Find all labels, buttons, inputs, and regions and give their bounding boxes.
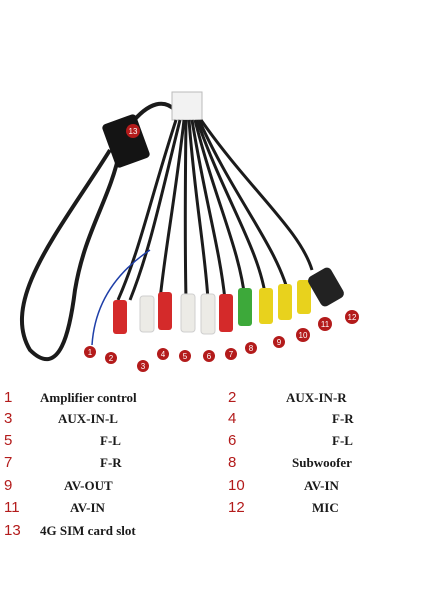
legend-label: F-R [100, 455, 122, 470]
rca-plug-white [200, 293, 216, 335]
legend-number: 13 [4, 522, 21, 539]
legend-label: AV-IN [70, 500, 105, 515]
svg-text:6: 6 [207, 352, 212, 361]
harness-connector [171, 91, 203, 121]
callout-badge: 8 [245, 342, 257, 354]
usb-cable-loop [19, 148, 122, 361]
legend-number: 10 [228, 477, 245, 494]
pin-legend: 1 Amplifier control 2 AUX-IN-R 3 AUX-IN-… [0, 388, 424, 600]
callout-badge: 1 [84, 346, 96, 358]
legend-number: 1 [4, 389, 13, 406]
legend-label: Subwoofer [292, 455, 352, 470]
svg-text:10: 10 [299, 331, 308, 340]
rca-plugs [113, 267, 344, 335]
callout-badge: 6 [203, 350, 215, 362]
rca-plug-yellow [297, 280, 311, 314]
legend-item: 8 Subwoofer [212, 453, 424, 473]
legend-number: 11 [4, 499, 20, 516]
callout-badge: 4 [157, 348, 169, 360]
harness-illustration: 1 2 3 4 5 6 7 8 9 10 11 12 13 [19, 91, 359, 372]
rca-plug-red [158, 292, 172, 330]
rca-plug-green [238, 288, 252, 326]
svg-text:9: 9 [277, 338, 282, 347]
svg-text:1: 1 [88, 348, 93, 357]
callout-badge: 7 [225, 348, 237, 360]
svg-text:13: 13 [129, 127, 138, 136]
svg-text:8: 8 [249, 344, 254, 353]
rca-plug-white [180, 293, 196, 333]
legend-item: 3 AUX-IN-L [0, 409, 212, 429]
legend-label: 4G SIM card slot [40, 523, 136, 538]
callout-badge: 3 [137, 360, 149, 372]
legend-number: 8 [228, 454, 237, 471]
legend-number: 2 [228, 389, 237, 406]
legend-item: 5 F-L [0, 431, 212, 451]
callout-badge: 9 [273, 336, 285, 348]
svg-text:11: 11 [321, 320, 330, 329]
legend-item: 2 AUX-IN-R [212, 388, 424, 408]
callout-badge: 12 [345, 310, 359, 324]
svg-text:5: 5 [183, 352, 188, 361]
legend-label: F-R [332, 411, 354, 426]
legend-label: AV-OUT [64, 478, 113, 493]
legend-item: 9 AV-OUT [0, 476, 212, 496]
legend-label: AUX-IN-L [58, 411, 118, 426]
callout-badges: 1 2 3 4 5 6 7 8 9 10 11 12 13 [84, 124, 359, 372]
rca-plug-red [113, 300, 127, 334]
fanout-wires [116, 119, 314, 301]
svg-text:7: 7 [229, 350, 234, 359]
callout-badge: 13 [126, 124, 140, 138]
legend-label: MIC [312, 500, 339, 515]
callout-badge: 5 [179, 350, 191, 362]
legend-label: AV-IN [304, 478, 339, 493]
legend-label: AUX-IN-R [286, 390, 347, 405]
legend-label: Amplifier control [40, 390, 137, 405]
svg-text:2: 2 [109, 354, 114, 363]
legend-item: 6 F-L [212, 431, 424, 451]
product-photo: 1 2 3 4 5 6 7 8 9 10 11 12 13 [19, 91, 359, 372]
rca-plug-yellow [278, 284, 292, 320]
legend-item: 11 AV-IN [0, 498, 212, 518]
blue-wire [91, 249, 151, 346]
callout-badge: 2 [105, 352, 117, 364]
legend-number: 7 [4, 454, 13, 471]
legend-number: 4 [228, 410, 237, 427]
legend-label: F-L [100, 433, 121, 448]
legend-item: 7 F-R [0, 453, 212, 473]
legend-number: 3 [4, 410, 13, 427]
svg-text:12: 12 [348, 313, 357, 322]
legend-item: 4 F-R [212, 409, 424, 429]
svg-text:4: 4 [161, 350, 166, 359]
callout-badge: 11 [318, 317, 332, 331]
legend-item: 1 Amplifier control [0, 388, 212, 408]
legend-number: 9 [4, 477, 13, 494]
sim-slot-module [102, 114, 150, 168]
rca-plug-yellow [259, 288, 273, 324]
callout-badge: 10 [296, 328, 310, 342]
svg-text:3: 3 [141, 362, 146, 371]
rca-plug-white [139, 295, 155, 333]
legend-number: 6 [228, 432, 237, 449]
legend-item: 12 MIC [212, 498, 424, 518]
rca-plug-red [219, 294, 233, 332]
legend-number: 12 [228, 499, 245, 516]
legend-item: 10 AV-IN [212, 476, 424, 496]
legend-number: 5 [4, 432, 13, 449]
legend-label: F-L [332, 433, 353, 448]
mic-jack [308, 267, 344, 307]
legend-item: 13 4G SIM card slot [0, 521, 240, 541]
